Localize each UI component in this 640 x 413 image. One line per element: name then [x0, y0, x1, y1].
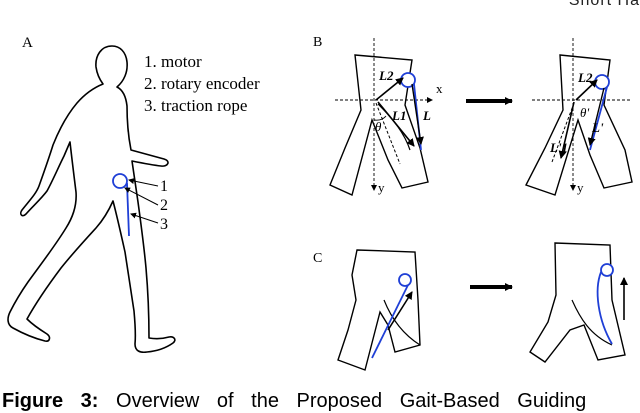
legend-item-encoder: 2. rotary encoder	[144, 74, 260, 93]
rope-c-right	[596, 271, 613, 345]
panel-b-left-diagram: x y L2 L1 L θ	[329, 38, 443, 196]
motor-icon-c-left	[398, 273, 412, 287]
traction-rope-line	[126, 182, 130, 237]
caption-text: Overview of the Proposed Gait-Based Guid…	[116, 390, 587, 412]
vector-l2-left	[375, 77, 404, 101]
x-axis-label-left: x	[436, 81, 443, 96]
label-l-left: L	[422, 108, 431, 123]
rope-c-left	[371, 284, 409, 359]
label-theta-left: θ	[375, 119, 382, 134]
pull-arrow-c-left	[387, 291, 413, 331]
panel-b: B x y L2 L1 L θ y	[313, 35, 633, 196]
panel-a: A 1. motor 2. rotary encoder 3. traction…	[7, 35, 260, 354]
label-l1-right: L'1	[549, 140, 568, 155]
y-axis-label-left: y	[378, 180, 385, 195]
label-l-right: L'	[591, 120, 604, 135]
vector-l-right	[587, 87, 605, 146]
legend-item-rope: 3. traction rope	[144, 96, 247, 115]
panel-c-right-diagram	[529, 242, 628, 363]
legs-outline-left	[329, 54, 429, 196]
label-theta-right: θ'	[580, 105, 589, 120]
figure-3: A 1. motor 2. rotary encoder 3. traction…	[7, 35, 633, 371]
label-l2-left: L2	[378, 68, 394, 83]
vector-l1-right	[558, 101, 575, 159]
running-header: Short Ha	[568, 0, 640, 9]
vector-l1-left	[377, 101, 415, 147]
callout-arrow-2	[124, 187, 159, 206]
vector-l2-right	[575, 79, 598, 101]
panel-b-right-diagram: y L2 L'1 L' θ'	[525, 38, 633, 196]
callout-arrow-1	[128, 178, 159, 187]
walking-person-outline	[7, 45, 176, 354]
legs-outline-c-left	[337, 249, 421, 371]
callout-label-2: 2	[160, 197, 168, 214]
panel-c-label: C	[313, 251, 322, 266]
vector-l-left	[411, 83, 424, 145]
label-l2-right: L2	[577, 70, 593, 85]
callout-label-1: 1	[160, 178, 168, 195]
motor-icon-b-left	[400, 72, 416, 88]
callout-arrow-3	[130, 212, 159, 224]
motor-icon	[112, 173, 128, 189]
panel-c: C	[313, 242, 628, 371]
panel-c-left-diagram	[337, 249, 421, 371]
panel-a-label: A	[22, 35, 33, 51]
motor-icon-b-right	[594, 74, 610, 90]
figure-caption: Figure 3: Overview of the Proposed Gait-…	[2, 390, 640, 413]
callout-label-3: 3	[160, 216, 168, 233]
panel-a-legend: 1. motor 2. rotary encoder 3. traction r…	[144, 52, 260, 115]
caption-label: Figure 3:	[2, 390, 99, 412]
label-l1-left: L1	[391, 108, 406, 123]
motor-icon-c-right	[600, 263, 614, 277]
legend-item-motor: 1. motor	[144, 52, 202, 71]
panel-b-label: B	[313, 35, 322, 50]
y-axis-label-right: y	[577, 180, 584, 195]
